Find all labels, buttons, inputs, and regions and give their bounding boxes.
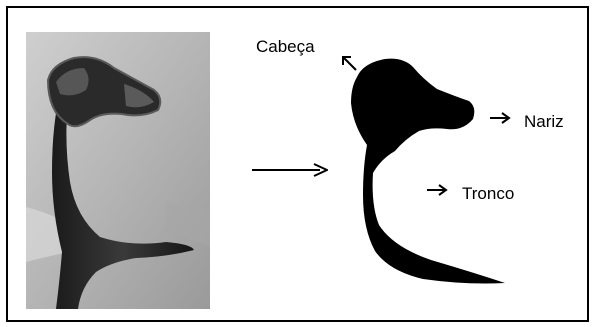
- trunk-pointer-arrow: [425, 182, 449, 198]
- specimen-photo: [26, 32, 210, 309]
- label-head: Cabeça: [256, 38, 315, 55]
- label-trunk: Tronco: [462, 185, 514, 202]
- transition-arrow: [252, 163, 328, 177]
- head-pointer-arrow: [340, 54, 360, 74]
- label-nose: Nariz: [524, 113, 564, 130]
- specimen-silhouette: [345, 55, 515, 287]
- nose-pointer-arrow: [488, 110, 512, 126]
